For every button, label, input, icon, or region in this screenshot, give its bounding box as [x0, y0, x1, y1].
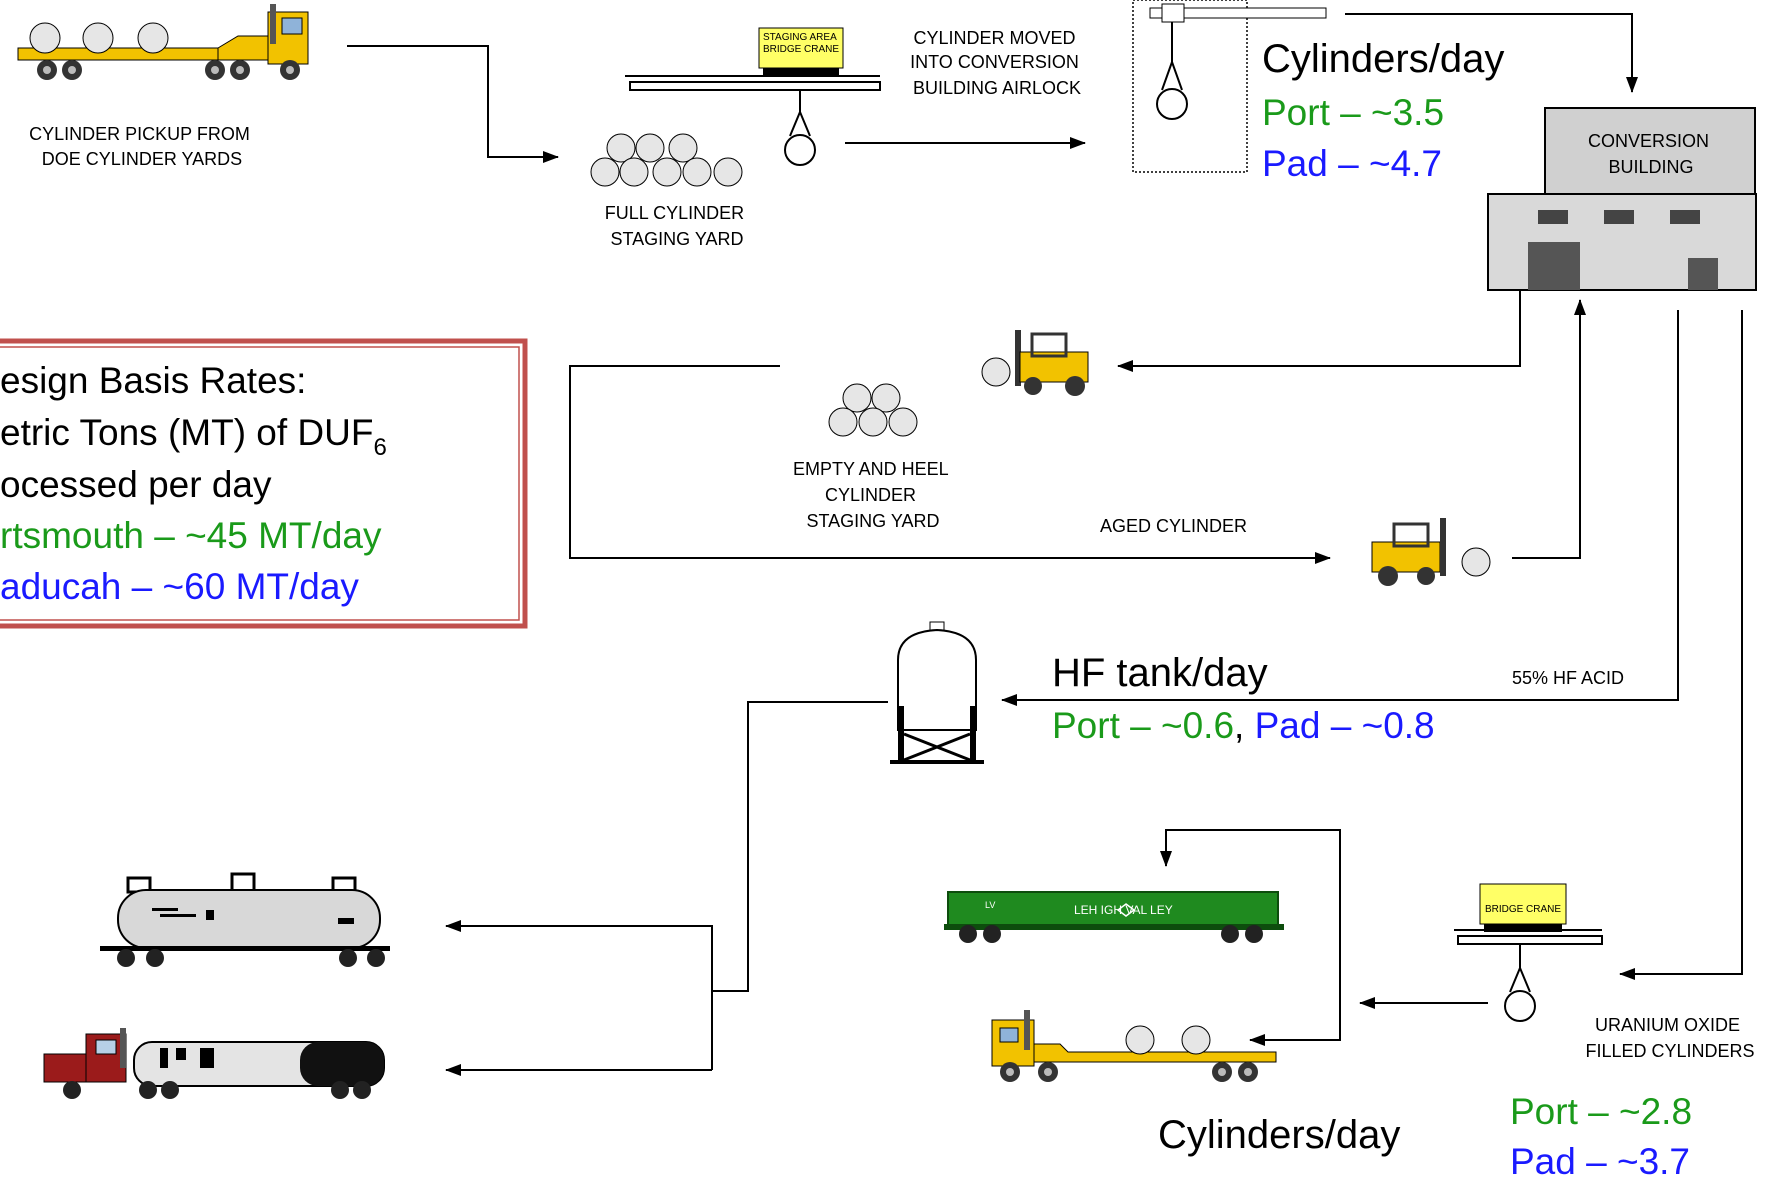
design-basis-box	[0, 338, 528, 629]
cylinder-stack-icon	[828, 383, 918, 437]
design-basis-portsmouth: rtsmouth – ~45 MT/day	[0, 515, 382, 556]
flatbed-truck-icon	[17, 4, 309, 80]
flatbed-truck-icon	[991, 1010, 1277, 1082]
design-basis-paducah: aducah – ~60 MT/day	[0, 566, 359, 607]
railcar-text: LEH IGH VAL LEY	[1074, 903, 1173, 917]
hf-tank-icon	[890, 621, 984, 764]
cylinder-moved-label: CYLINDER MOVED INTO CONVERSION BUILDING …	[910, 28, 1084, 98]
uranium-oxide-label: URANIUM OXIDE FILLED CYLINDERS	[1585, 1015, 1754, 1061]
hf-rates-values: Port – ~0.6, Pad – ~0.8	[1052, 705, 1435, 746]
design-basis-line1: esign Basis Rates:	[0, 360, 306, 401]
design-basis-line3: ocessed per day	[0, 464, 272, 505]
forklift-icon	[981, 330, 1089, 396]
empty-heel-yard-label: EMPTY AND HEEL CYLINDER STAGING YARD	[793, 459, 953, 531]
design-basis-line2: etric Tons (MT) of DUF6	[0, 412, 387, 461]
gondola-railcar-icon	[944, 891, 1284, 943]
conversion-building-label: CONVERSION BUILDING	[1588, 131, 1714, 177]
bridge-crane-label: BRIDGE CRANE	[1485, 904, 1561, 915]
forklift-icon	[1371, 518, 1491, 586]
staging-area-crane-label: STAGING AREA BRIDGE CRANE	[763, 32, 839, 55]
airlock-hoist-icon	[1132, 0, 1327, 173]
conversion-building-icon	[1487, 107, 1757, 291]
bridge-crane-icon	[1454, 883, 1603, 1022]
cylinder-pickup-label: CYLINDER PICKUP FROM DOE CYLINDER YARDS	[29, 124, 255, 169]
cylinder-stack-icon	[590, 133, 743, 187]
rates-bottom-title: Cylinders/day	[1158, 1113, 1400, 1157]
bridge-crane-icon	[625, 27, 881, 166]
rail-tank-car-icon	[100, 872, 390, 967]
full-cylinder-yard-label: FULL CYLINDER STAGING YARD	[605, 203, 749, 249]
rates-bottom-pad: Pad – ~3.7	[1510, 1141, 1690, 1178]
railcar-id: LV	[985, 900, 995, 910]
hf-rates-title: HF tank/day	[1052, 651, 1268, 695]
tanker-truck-icon	[43, 1028, 385, 1099]
rates-top-port: Port – ~3.5	[1262, 92, 1444, 133]
rates-top-title: Cylinders/day	[1262, 37, 1504, 81]
rates-bottom-port: Port – ~2.8	[1510, 1091, 1692, 1132]
rates-top-pad: Pad – ~4.7	[1262, 143, 1442, 184]
aged-cylinder-label: AGED CYLINDER	[1100, 516, 1247, 536]
flow-lines	[347, 13, 1743, 1076]
hf-acid-label: 55% HF ACID	[1512, 668, 1624, 688]
